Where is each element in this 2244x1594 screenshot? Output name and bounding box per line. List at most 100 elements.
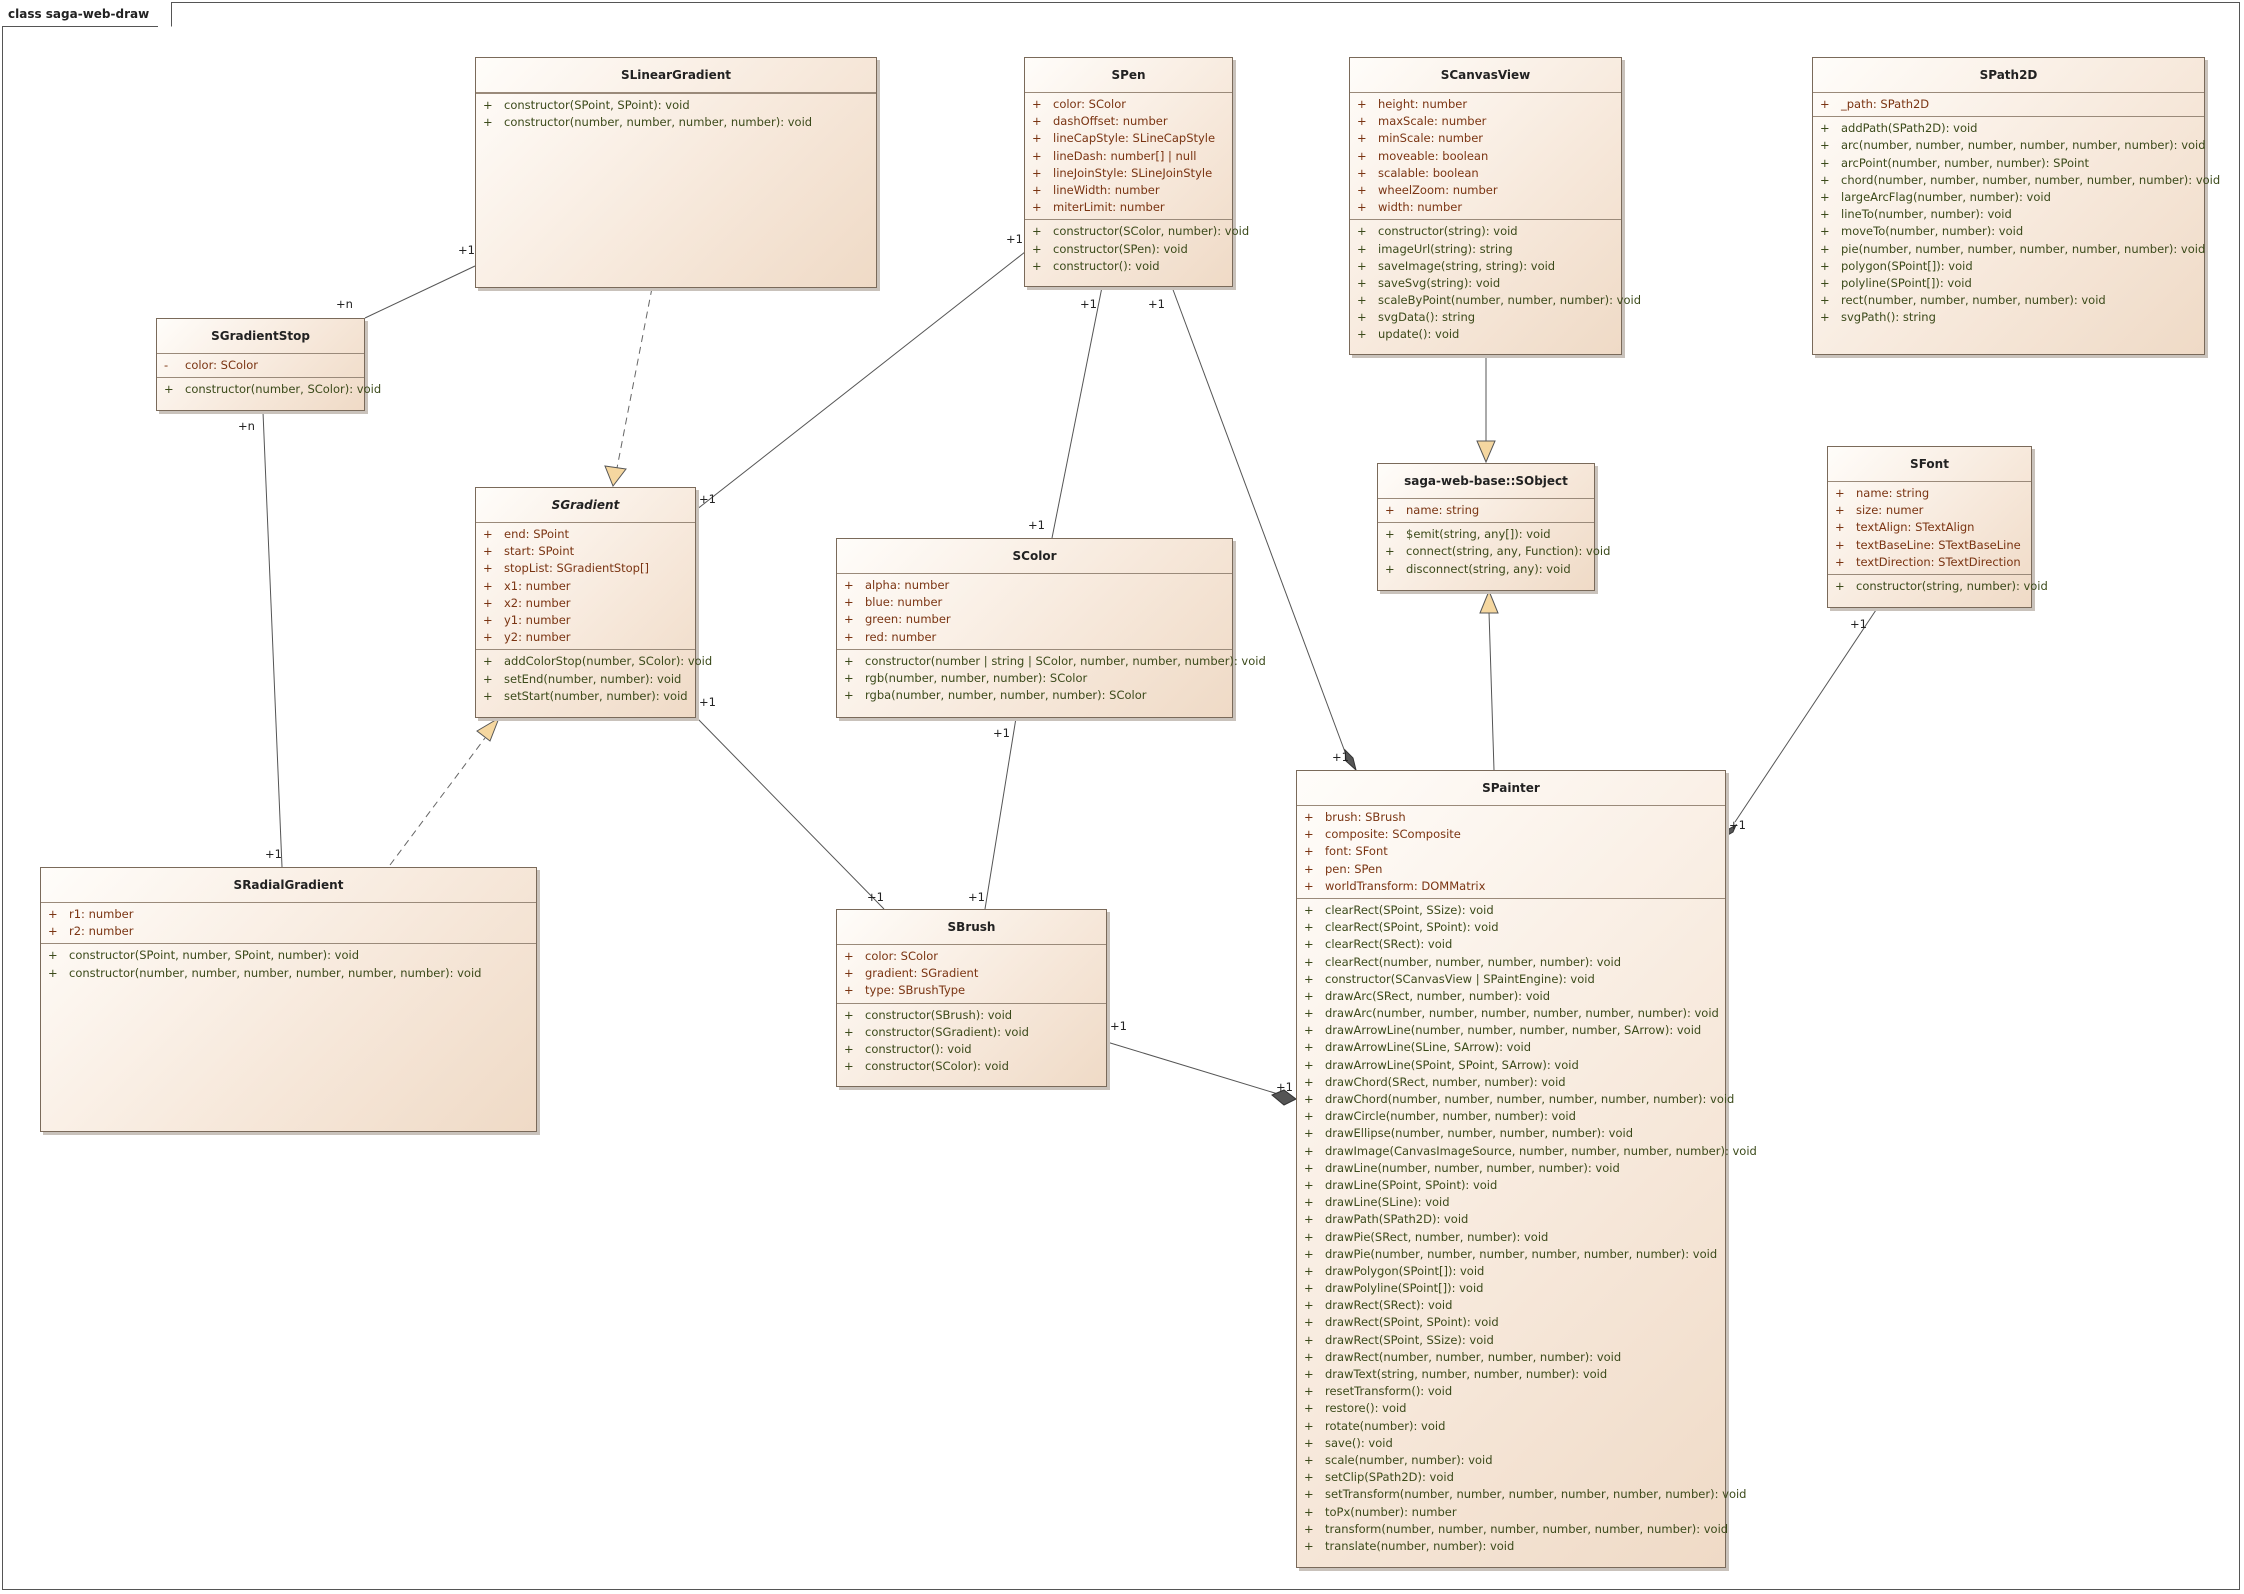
operation: +toPx(number): number	[1304, 1504, 1457, 1519]
class-sgradient[interactable]: SGradient +end: SPoint +start: SPoint +s…	[475, 487, 713, 718]
class-sobject[interactable]: saga-web-base::SObject +name: string +$e…	[1377, 463, 1611, 591]
multiplicity-label: +1	[699, 492, 716, 506]
operation: +drawArrowLine(SLine, SArrow): void	[1304, 1040, 1531, 1055]
multiplicity-label: +1	[1148, 297, 1165, 311]
operation: +save(): void	[1304, 1435, 1393, 1450]
attribute: +lineWidth: number	[1032, 182, 1160, 197]
comp-sbrush-spainter	[1106, 1041, 1279, 1095]
operation: +constructor(): void	[1032, 258, 1160, 273]
comp-diamond-sbrush	[1271, 1089, 1297, 1106]
attribute: +y1: number	[483, 612, 571, 627]
attribute: +_path: SPath2D	[1820, 97, 1930, 111]
operation: +moveTo(number, number): void	[1820, 224, 2024, 239]
operation: +clearRect(SPoint, SPoint): void	[1304, 920, 1499, 935]
class-name: SBrush	[837, 910, 1106, 945]
attribute: +width: number	[1357, 200, 1463, 215]
operation: +rect(number, number, number, number): v…	[1820, 293, 2106, 308]
multiplicity-label: +n	[238, 419, 255, 433]
attribute: +color: SColor	[1032, 97, 1126, 111]
comp-spen-spainter	[1171, 286, 1346, 753]
gen-head-scanvasview	[1476, 440, 1496, 464]
gen-spainter-sobject	[1488, 611, 1495, 771]
multiplicity-label: +1	[1028, 518, 1045, 532]
class-name: SGradientStop	[157, 319, 364, 354]
operation: +scale(number, number): void	[1304, 1452, 1493, 1467]
operation: +transform(number, number, number, numbe…	[1304, 1521, 1729, 1536]
attribute: +r1: number	[48, 907, 134, 921]
operation: +drawEllipse(number, number, number, num…	[1304, 1126, 1634, 1141]
diagram-title: class saga-web-draw	[2, 2, 173, 27]
operation: +constructor(number, number, number, num…	[483, 115, 813, 130]
assoc-spen-scolor	[1051, 286, 1103, 539]
class-spainter[interactable]: SPainter +brush: SBrush +composite: SCom…	[1296, 770, 1757, 1568]
class-name: SCanvasView	[1350, 58, 1621, 93]
operation: +svgData(): string	[1357, 310, 1476, 325]
comp-diamond-spen	[1344, 748, 1357, 772]
attribute: +start: SPoint	[483, 544, 575, 559]
class-scolor[interactable]: SColor +alpha: number +blue: number +gre…	[836, 538, 1266, 718]
operation: +drawImage(CanvasImageSource, number, nu…	[1304, 1143, 1757, 1158]
attribute: +lineCapStyle: SLineCapStyle	[1032, 131, 1216, 146]
operation: +translate(number, number): void	[1304, 1538, 1515, 1553]
operation: +drawRect(number, number, number, number…	[1304, 1349, 1622, 1364]
attribute: +r2: number	[48, 924, 134, 939]
attribute: +gradient: SGradient	[844, 966, 979, 981]
operation: +chord(number, number, number, number, n…	[1820, 172, 2221, 187]
attribute: +miterLimit: number	[1032, 200, 1165, 215]
class-spen[interactable]: SPen +color: SColor +dashOffset: number …	[1024, 57, 1249, 287]
operation: +drawArrowLine(number, number, number, n…	[1304, 1023, 1702, 1038]
attribute: +scalable: boolean	[1357, 165, 1479, 180]
real-head-sgradient-bottom	[476, 716, 500, 742]
operation: +polygon(SPoint[]): void	[1820, 258, 1973, 273]
operation: +imageUrl(string): string	[1357, 241, 1513, 256]
attribute: +wheelZoom: number	[1357, 182, 1498, 197]
operation: +rotate(number): void	[1304, 1418, 1446, 1433]
operation: +addColorStop(number, SColor): void	[483, 654, 713, 669]
operation: +drawChord(SRect, number, number): void	[1304, 1074, 1566, 1089]
operation: +drawChord(number, number, number, numbe…	[1304, 1092, 1735, 1106]
attribute: -color: SColor	[164, 358, 258, 372]
attribute: +textAlign: STextAlign	[1835, 520, 1975, 535]
real-slineargradient-sgradient	[616, 287, 653, 469]
class-name: SLinearGradient	[476, 58, 876, 93]
class-scanvasview[interactable]: SCanvasView +height: number +maxScale: n…	[1349, 57, 1641, 355]
class-sbrush[interactable]: SBrush +color: SColor +gradient: SGradie…	[836, 909, 1107, 1087]
class-sgradientstop[interactable]: SGradientStop -color: SColor +constructo…	[156, 318, 381, 411]
class-name: SPath2D	[1813, 58, 2204, 93]
multiplicity-label: +1	[993, 726, 1010, 740]
multiplicity-label: +1	[265, 847, 282, 861]
attribute: +type: SBrushType	[844, 983, 966, 998]
class-sfont[interactable]: SFont +name: string +size: numer +textAl…	[1827, 446, 2048, 608]
comp-sfont-spainter	[1734, 609, 1877, 823]
multiplicity-label: +1	[968, 890, 985, 904]
assoc-sgradient-sbrush	[695, 716, 885, 910]
multiplicity-label: +1	[1332, 750, 1349, 764]
operation: +saveImage(string, string): void	[1357, 258, 1556, 273]
operation: +arc(number, number, number, number, num…	[1820, 138, 2206, 153]
operation: +constructor(SPoint, number, SPoint, num…	[48, 948, 360, 963]
operation: +constructor(SPen): void	[1032, 241, 1188, 256]
operation: +constructor(number, number, number, num…	[48, 965, 482, 980]
operation: +constructor(SPoint, SPoint): void	[483, 98, 690, 112]
operation: +scaleByPoint(number, number, number): v…	[1357, 293, 1641, 308]
class-slineargradient[interactable]: SLinearGradient +constructor(SPoint, SPo…	[475, 57, 877, 288]
operation: +setStart(number, number): void	[483, 688, 688, 703]
attribute: +red: number	[844, 629, 937, 644]
class-spath2d[interactable]: SPath2D +_path: SPath2D +addPath(SPath2D…	[1812, 57, 2221, 355]
multiplicity-label: +1	[458, 243, 475, 257]
real-head-sgradient-top	[604, 465, 627, 488]
attribute: +name: string	[1835, 486, 1930, 500]
attribute: +textBaseLine: STextBaseLine	[1835, 537, 2021, 552]
operation: +rgb(number, number, number): SColor	[844, 670, 1088, 685]
real-sradialgradient-sgradient	[389, 737, 486, 866]
operation: +lineTo(number, number): void	[1820, 207, 2012, 222]
operation: +connect(string, any, Function): void	[1385, 544, 1611, 559]
attribute: +color: SColor	[844, 949, 938, 963]
class-sradialgradient[interactable]: SRadialGradient +r1: number +r2: number …	[40, 867, 537, 1132]
operation: +resetTransform(): void	[1304, 1384, 1453, 1399]
multiplicity-label: +1	[1006, 232, 1023, 246]
attribute: +lineDash: number[] | null	[1032, 148, 1197, 163]
class-name: SColor	[837, 539, 1232, 574]
operation: +drawPath(SPath2D): void	[1304, 1212, 1469, 1227]
attribute: +blue: number	[844, 595, 943, 610]
